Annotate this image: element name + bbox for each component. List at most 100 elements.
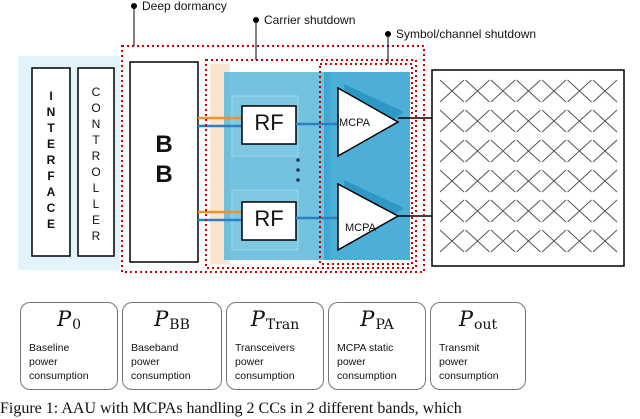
card-ppa-symbol: P xyxy=(360,307,375,331)
antenna-element-stroke xyxy=(541,229,567,253)
deep-dormancy-label: Deep dormancy xyxy=(142,0,227,13)
carrier-shutdown-region xyxy=(205,59,417,269)
interface-letter: E xyxy=(46,217,55,231)
antenna-element-stroke xyxy=(439,79,465,103)
card-pbb-symbol: P xyxy=(154,307,169,331)
mcpa-bottom-label: MCPA xyxy=(345,222,376,234)
antenna-element-stroke xyxy=(516,229,541,253)
interface-box xyxy=(31,67,71,257)
interface-letter: R xyxy=(46,153,56,167)
ellipsis-dot-3 xyxy=(296,178,300,182)
antenna-element-stroke xyxy=(516,139,541,163)
antenna-element-stroke xyxy=(592,139,618,163)
rf-top-box xyxy=(241,105,297,145)
bb-box xyxy=(129,61,199,263)
antenna-element-stroke xyxy=(439,109,465,133)
antenna-element-stroke xyxy=(541,79,567,103)
antenna-element-stroke xyxy=(490,79,516,103)
antenna-element-stroke xyxy=(516,199,541,223)
antenna-element-stroke xyxy=(541,169,567,193)
interface-letter: C xyxy=(46,201,56,215)
card-ptran-symbol: P xyxy=(250,307,265,331)
antenna-element-stroke xyxy=(592,109,618,133)
antenna-element-stroke xyxy=(516,109,541,133)
card-pout-subscript: out xyxy=(474,317,498,333)
antenna-element-stroke xyxy=(465,229,490,253)
controller-letter: R xyxy=(91,229,101,243)
antenna-element-stroke xyxy=(490,229,516,253)
controller-letter: L xyxy=(92,181,100,195)
antenna-element-stroke xyxy=(439,199,465,223)
card-p0-description: Baseline power consumption xyxy=(29,342,89,382)
card-pbb: PBB Baseband power consumption xyxy=(122,302,222,390)
card-ptran-subscript: Tran xyxy=(265,317,300,333)
antenna-element-stroke xyxy=(516,79,541,103)
interface-letter: T xyxy=(47,121,55,135)
card-ptran-description: Transceivers power consumption xyxy=(235,342,295,382)
controller-box xyxy=(77,67,115,257)
antenna-element-stroke xyxy=(490,199,516,223)
antenna-element-stroke xyxy=(465,199,490,223)
antenna-element-stroke xyxy=(439,229,465,253)
antenna-element-stroke xyxy=(465,139,490,163)
card-ptran: PTran Transceivers power consumption xyxy=(226,302,324,390)
symbol-shutdown-label: Symbol/channel shutdown xyxy=(396,27,537,41)
card-pout-description: Transmit power consumption xyxy=(439,342,499,382)
mcpa-top-triangle xyxy=(337,86,400,158)
antenna-element-stroke xyxy=(465,169,490,193)
antenna-element-stroke xyxy=(592,199,618,223)
controller-letter: R xyxy=(91,149,101,163)
bb-letter: B xyxy=(155,131,173,158)
antenna-element-stroke xyxy=(567,79,592,103)
antenna-array-box xyxy=(431,69,625,267)
deep-dormancy-region xyxy=(121,45,425,273)
carrier-shutdown-label: Carrier shutdown xyxy=(264,13,356,27)
rf-top-label: RF xyxy=(254,110,284,135)
symbol-shutdown-region xyxy=(319,63,413,265)
antenna-element-stroke xyxy=(567,109,592,133)
card-p0: P0 Baseline power consumption xyxy=(20,302,118,390)
antenna-element-stroke xyxy=(567,199,592,223)
card-pbb-description: Baseband power consumption xyxy=(131,342,191,382)
card-pout: Pout Transmit power consumption xyxy=(430,302,526,390)
antenna-element-stroke xyxy=(465,109,490,133)
antenna-element-stroke xyxy=(567,229,592,253)
antenna-element-stroke xyxy=(516,169,541,193)
antenna-element-stroke xyxy=(490,139,516,163)
interface-letter: N xyxy=(46,105,56,119)
card-ppa-subscript: PA xyxy=(375,317,394,333)
controller-letter: L xyxy=(92,197,100,211)
antenna-element-stroke xyxy=(490,109,516,133)
mcpa-top-label: MCPA xyxy=(339,117,370,129)
antenna-element-stroke xyxy=(490,169,516,193)
controller-letter: O xyxy=(91,101,101,115)
controller-letter: E xyxy=(91,213,100,227)
mcpa-bottom-triangle xyxy=(337,182,400,252)
interface-letter: F xyxy=(47,169,55,183)
rf-bottom-box xyxy=(241,201,297,241)
card-pbb-subscript: BB xyxy=(169,317,190,333)
interface-letter: I xyxy=(49,89,53,103)
controller-letter: C xyxy=(91,85,101,99)
controller-letter: N xyxy=(91,117,101,131)
antenna-element-stroke xyxy=(541,199,567,223)
figure-caption: Figure 1: AAU with MCPAs handling 2 CCs … xyxy=(0,400,462,417)
antenna-element-stroke xyxy=(439,169,465,193)
card-ppa: PPA MCPA static power consumption xyxy=(328,302,426,390)
interface-letter: E xyxy=(46,137,55,151)
ellipsis-dot-2 xyxy=(296,168,300,172)
controller-letter: T xyxy=(92,133,100,147)
antenna-element-stroke xyxy=(567,139,592,163)
antenna-element-stroke xyxy=(541,139,567,163)
card-p0-symbol: P xyxy=(56,307,72,331)
antenna-element-stroke xyxy=(541,109,567,133)
antenna-element-stroke xyxy=(592,229,618,253)
card-p0-subscript: 0 xyxy=(72,317,82,333)
controller-letter: O xyxy=(91,165,101,179)
bb-letter: B xyxy=(155,161,173,188)
rf-bottom-label: RF xyxy=(254,206,284,231)
card-pout-symbol: P xyxy=(458,307,474,331)
